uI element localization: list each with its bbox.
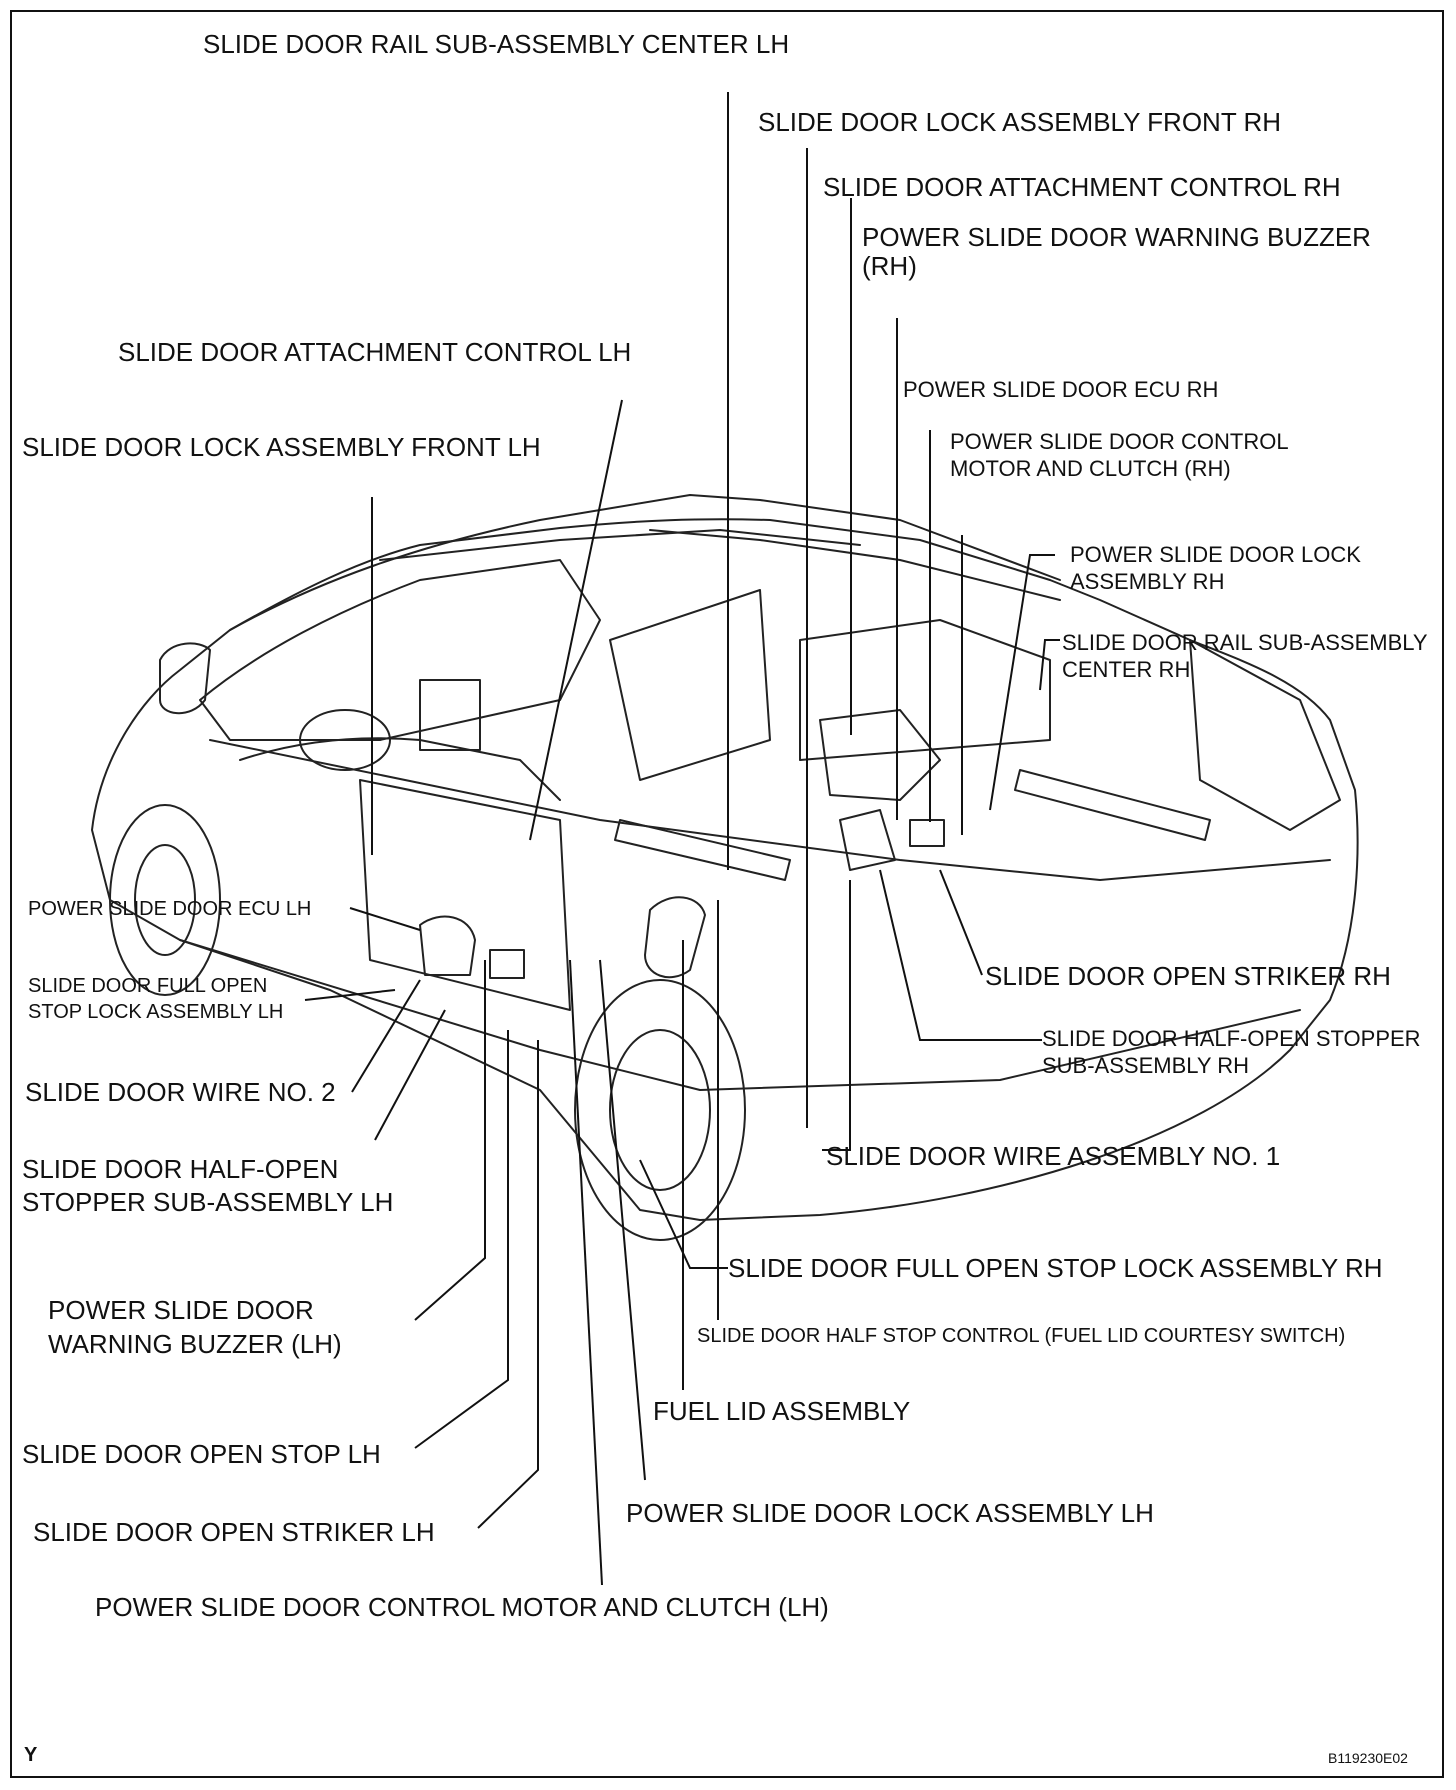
label-rail-center-rh-line1: SLIDE DOOR RAIL SUB-ASSEMBLY: [1062, 630, 1428, 655]
label-motor-rh-line1: POWER SLIDE DOOR CONTROL: [950, 429, 1289, 454]
leader-full-open-rh: [639, 1159, 728, 1269]
rh-ecu-box: [909, 819, 945, 847]
vehicle-body-outline: [91, 518, 1359, 1221]
rear-wheel: [574, 979, 746, 1241]
rail-center-lh: [614, 819, 791, 881]
label-ecu-lh: POWER SLIDE DOOR ECU LH: [28, 898, 312, 920]
steering-wheel: [299, 709, 391, 771]
leader-rail-center-rh: [1039, 639, 1060, 691]
label-wire-no1: SLIDE DOOR WIRE ASSEMBLY NO. 1: [826, 1141, 1281, 1171]
lh-ecu-box: [489, 949, 525, 979]
label-fuel-lid: FUEL LID ASSEMBLY: [653, 1396, 911, 1426]
vehicle-roof: [229, 494, 1061, 631]
leader-full-open-lh: [304, 989, 396, 1001]
label-motor-lh: POWER SLIDE DOOR CONTROL MOTOR AND CLUTC…: [95, 1592, 829, 1622]
belt-line: [209, 739, 1331, 881]
label-full-open-lh-line2: STOP LOCK ASSEMBLY LH: [28, 1001, 284, 1023]
leader-wire-no1: [822, 880, 851, 1151]
label-half-open-rh-line1: SLIDE DOOR HALF-OPEN STOPPER: [1042, 1026, 1421, 1051]
windshield: [199, 559, 601, 741]
front-wheel: [109, 804, 221, 996]
label-buzzer-rh-line2: (RH): [862, 251, 917, 281]
label-rail-center-rh-line2: CENTER RH: [1062, 657, 1191, 682]
lh-motor: [419, 915, 476, 976]
leader-pwr-lock-rh: [989, 554, 1055, 811]
rh-bracket: [839, 809, 896, 871]
label-half-open-lh-line1: SLIDE DOOR HALF-OPEN: [22, 1154, 339, 1184]
label-attach-ctrl-lh: SLIDE DOOR ATTACHMENT CONTROL LH: [118, 337, 632, 367]
fuel-lid-shape: [644, 896, 706, 979]
leader-half-open-rh: [879, 869, 1042, 1041]
side-window-rear: [799, 619, 1051, 761]
leader-pwr-lock-lh: [599, 959, 646, 1481]
leader-half-open-lh: [374, 1009, 446, 1141]
roof-rail-back: [649, 529, 1061, 601]
roof-rail-front: [379, 529, 861, 561]
label-pwr-lock-lh: POWER SLIDE DOOR LOCK ASSEMBLY LH: [626, 1498, 1154, 1528]
leader-open-stop-lh: [414, 1030, 509, 1449]
rail-center-rh: [1014, 769, 1211, 841]
label-attach-ctrl-rh: SLIDE DOOR ATTACHMENT CONTROL RH: [823, 172, 1341, 202]
leader-open-striker-lh: [477, 1040, 539, 1529]
leader-motor-lh: [569, 959, 603, 1586]
label-buzzer-rh-line1: POWER SLIDE DOOR WARNING BUZZER: [862, 222, 1371, 252]
front-wheel-hub: [134, 844, 196, 956]
label-wire-no2: SLIDE DOOR WIRE NO. 2: [25, 1077, 336, 1107]
label-half-stop-ctrl: SLIDE DOOR HALF STOP CONTROL (FUEL LID C…: [697, 1325, 1346, 1347]
label-lock-front-lh: SLIDE DOOR LOCK ASSEMBLY FRONT LH: [22, 432, 541, 462]
leader-ecu-lh: [349, 907, 421, 931]
label-buzzer-lh-line2: WARNING BUZZER (LH): [48, 1329, 342, 1359]
label-open-striker-lh: SLIDE DOOR OPEN STRIKER LH: [33, 1517, 435, 1547]
rear-wheel-hub: [609, 1029, 711, 1191]
label-motor-rh-line2: MOTOR AND CLUTCH (RH): [950, 456, 1231, 481]
label-full-open-lh-line1: SLIDE DOOR FULL OPEN: [28, 975, 268, 997]
label-half-open-lh-line2: STOPPER SUB-ASSEMBLY LH: [22, 1187, 394, 1217]
label-lock-front-rh: SLIDE DOOR LOCK ASSEMBLY FRONT RH: [758, 107, 1282, 137]
side-window-front: [609, 589, 771, 781]
rear-hatch: [1189, 639, 1341, 831]
label-buzzer-lh-line1: POWER SLIDE DOOR: [48, 1295, 314, 1325]
leader-attach-ctrl-lh: [529, 399, 623, 841]
leader-wire-no2: [351, 979, 421, 1093]
label-open-striker-rh: SLIDE DOOR OPEN STRIKER RH: [985, 961, 1391, 991]
figure-code: B119230E02: [1328, 1750, 1408, 1766]
label-pwr-lock-rh-line1: POWER SLIDE DOOR LOCK: [1070, 542, 1361, 567]
leader-buzzer-lh: [414, 960, 486, 1321]
label-open-stop-lh: SLIDE DOOR OPEN STOP LH: [22, 1439, 381, 1469]
label-half-open-rh-line2: SUB-ASSEMBLY RH: [1042, 1053, 1250, 1078]
rocker-line: [179, 939, 1301, 1091]
label-ecu-rh: POWER SLIDE DOOR ECU RH: [903, 377, 1219, 402]
center-console: [419, 679, 481, 751]
slide-door-lh: [359, 779, 571, 1011]
label-rail-center-lh: SLIDE DOOR RAIL SUB-ASSEMBLY CENTER LH: [203, 29, 790, 59]
leader-open-striker-rh: [939, 869, 983, 976]
rh-mechanism: [819, 709, 941, 801]
label-full-open-rh: SLIDE DOOR FULL OPEN STOP LOCK ASSEMBLY …: [728, 1253, 1383, 1283]
corner-left-mark: Y: [24, 1744, 38, 1766]
side-mirror: [159, 642, 211, 715]
label-pwr-lock-rh-line2: ASSEMBLY RH: [1070, 569, 1225, 594]
dashboard: [239, 737, 561, 801]
